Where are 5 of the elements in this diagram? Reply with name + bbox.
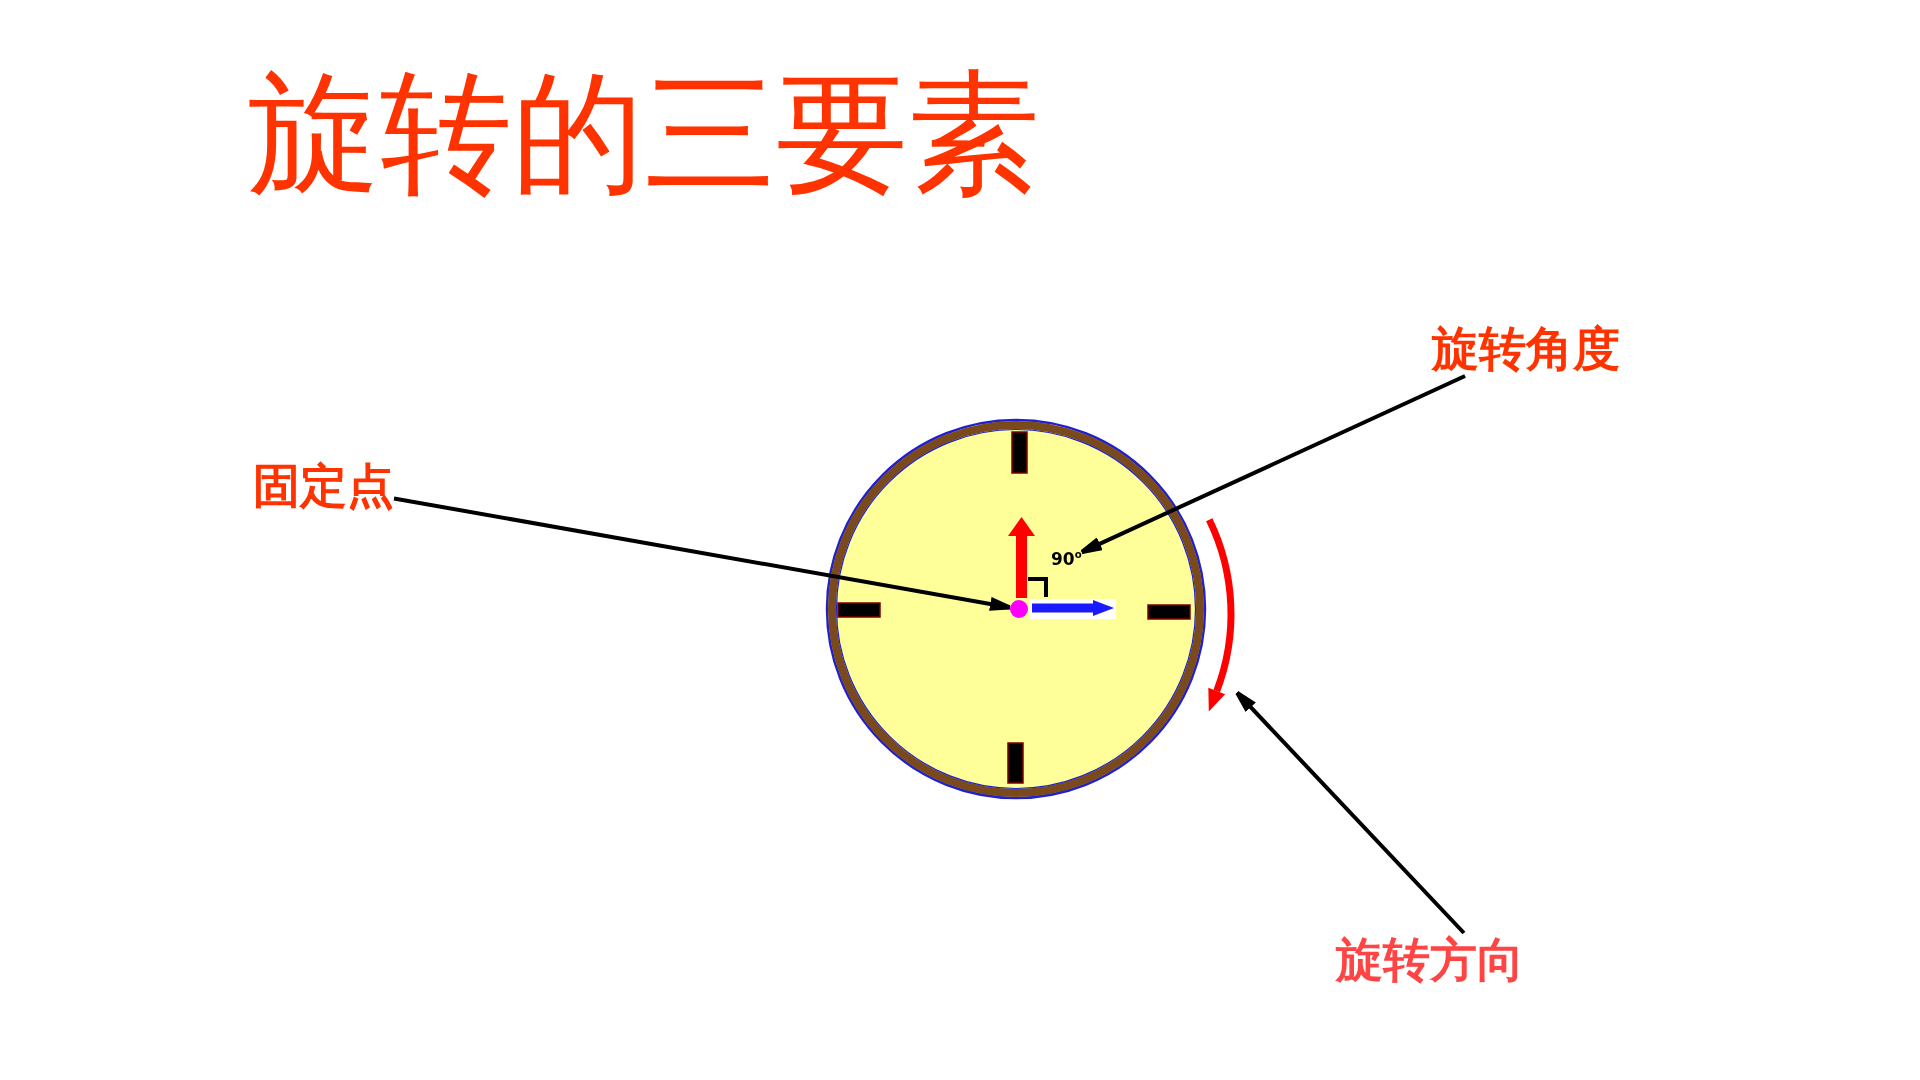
callout-label: 旋转方向: [1336, 933, 1524, 988]
callout-label: 固定点: [253, 459, 394, 514]
callout-label: 旋转角度: [1432, 322, 1620, 377]
title: 旋转的三要素: [248, 58, 1040, 210]
angle-label: 90$^{o}$: [1051, 549, 1082, 570]
